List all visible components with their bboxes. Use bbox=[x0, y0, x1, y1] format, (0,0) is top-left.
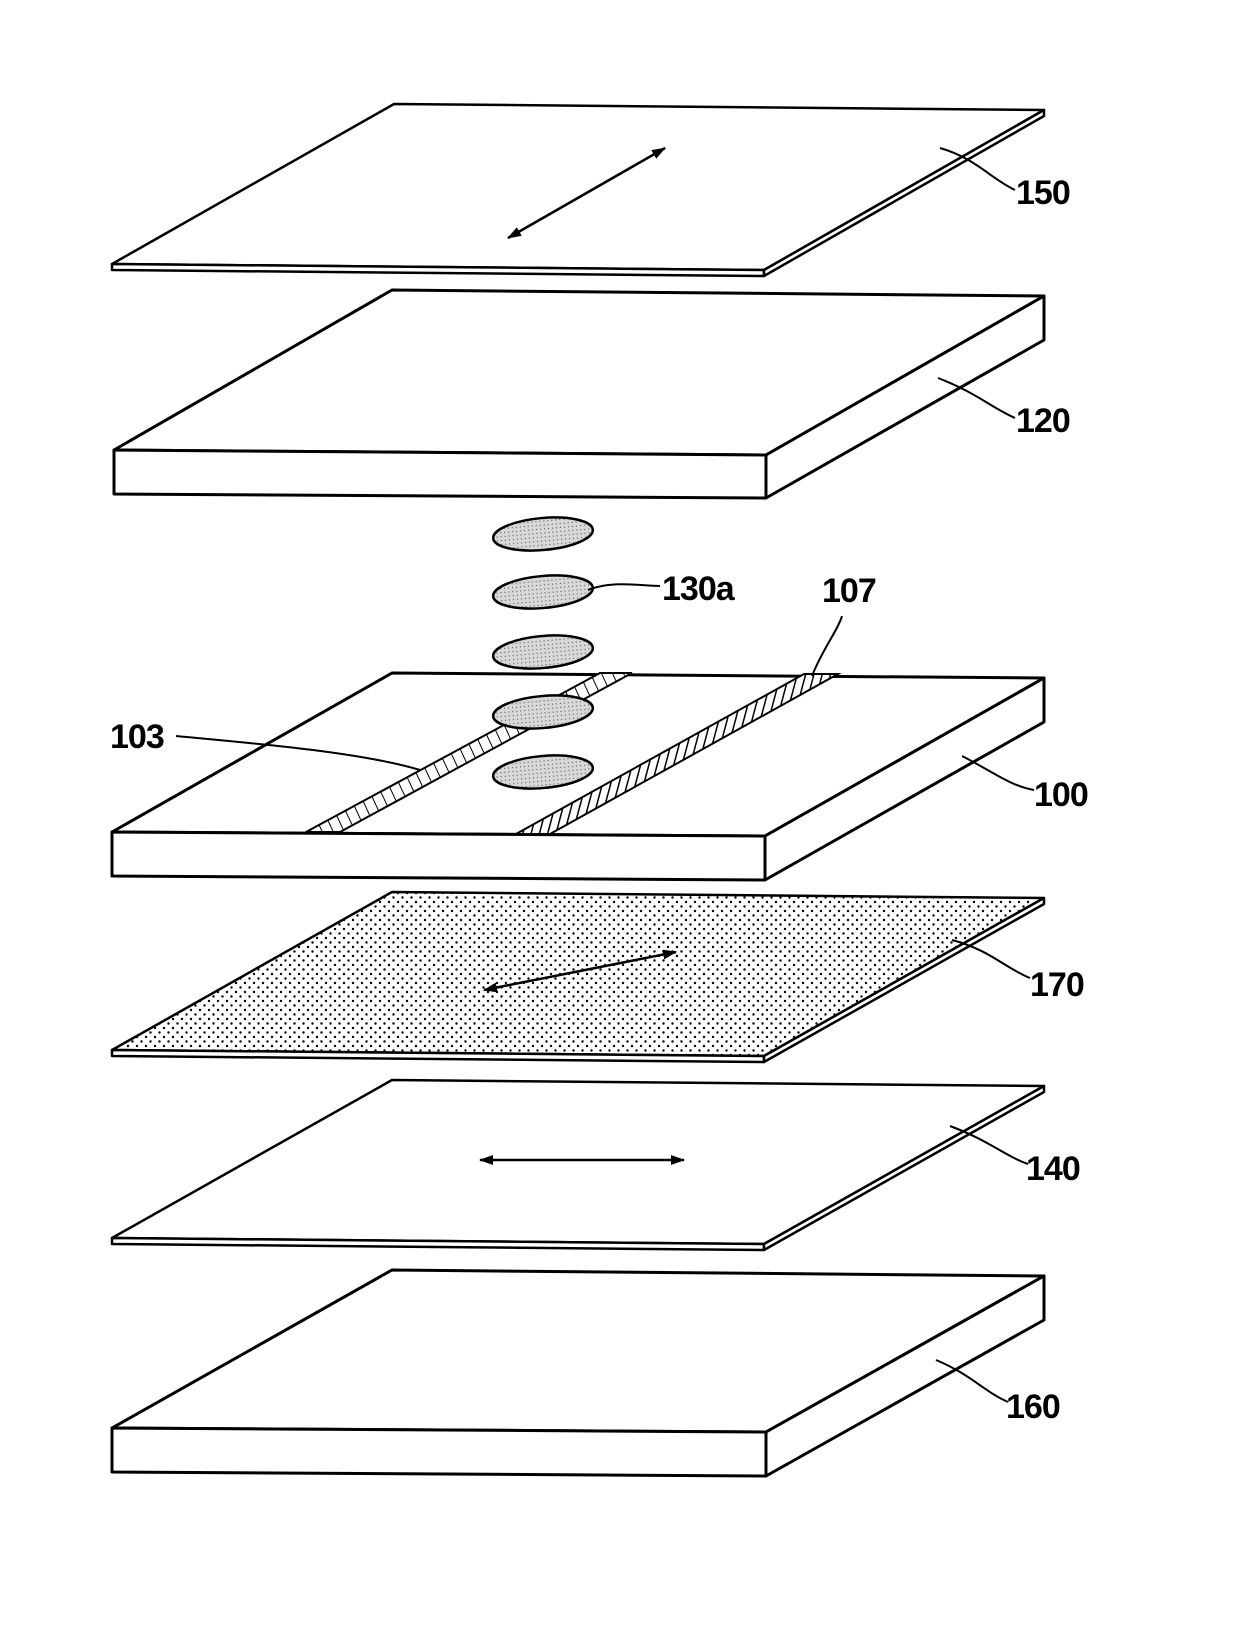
label-100: 100 bbox=[1034, 776, 1088, 814]
compensation-film-sheet bbox=[112, 892, 1044, 1062]
label-140: 140 bbox=[1026, 1150, 1080, 1188]
bottom-polarizer-sheet bbox=[112, 1080, 1044, 1250]
upper-substrate-slab bbox=[114, 290, 1044, 498]
label-160: 160 bbox=[1006, 1388, 1060, 1426]
label-170: 170 bbox=[1030, 966, 1084, 1004]
label-107: 107 bbox=[822, 572, 876, 610]
lc-molecule bbox=[492, 514, 594, 555]
leader-140 bbox=[950, 1126, 1028, 1164]
label-120: 120 bbox=[1016, 402, 1070, 440]
leader-130a bbox=[588, 584, 660, 590]
lc-molecule bbox=[492, 572, 594, 613]
liquid-crystal-molecules bbox=[492, 514, 594, 673]
top-polarizer-sheet bbox=[112, 104, 1044, 276]
backlight-unit-slab bbox=[112, 1270, 1044, 1476]
label-150: 150 bbox=[1016, 174, 1070, 212]
label-103: 103 bbox=[110, 718, 164, 756]
lc-molecule bbox=[492, 632, 594, 673]
label-130a: 130a bbox=[662, 570, 736, 608]
leader-100 bbox=[962, 756, 1034, 790]
leader-107 bbox=[812, 616, 842, 676]
